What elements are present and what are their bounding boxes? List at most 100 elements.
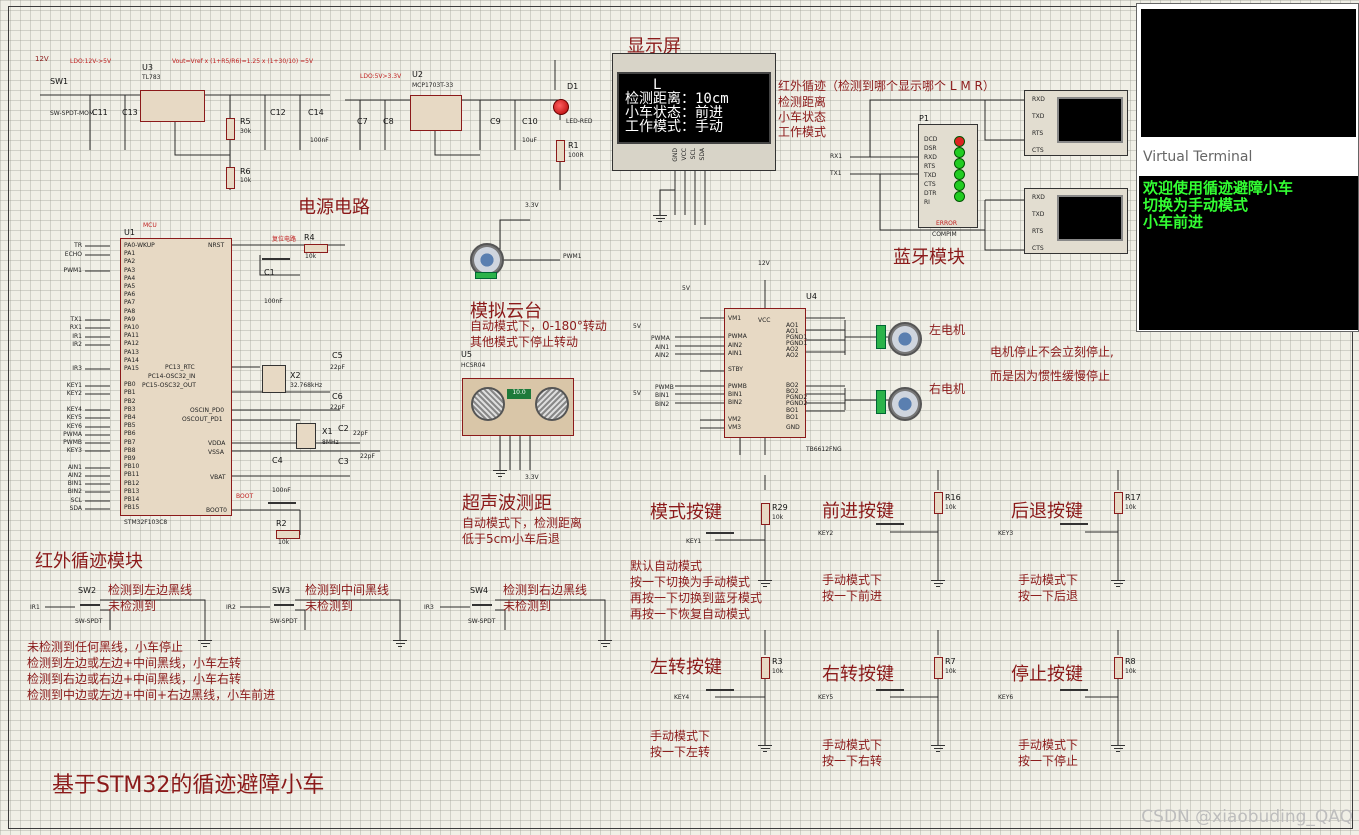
r1-resistor xyxy=(556,140,565,162)
mcu-pin-name: PB12 xyxy=(124,479,140,487)
tb-v5-a: 5V xyxy=(682,285,690,292)
lcd-pin: SCL xyxy=(690,148,697,160)
mcu-net-label: AIN1 xyxy=(67,464,82,471)
ldo5-note: LDO:5V>3.3V xyxy=(360,73,402,80)
sw1-type: SW-SPDT-MOM xyxy=(50,110,95,117)
c14-value: 100nF xyxy=(310,137,329,144)
servo-note-1: 自动模式下，0-180°转动 xyxy=(470,319,607,333)
mcu-pin-name: PA9 xyxy=(124,315,136,323)
mcu-pin-name: PB13 xyxy=(124,487,140,495)
tb6612-pin: AO1 xyxy=(786,328,799,335)
ir-logic-1: 未检测到任何黑线，小车停止 xyxy=(27,640,184,654)
terminal-output[interactable]: 欢迎使用循迹避障小车 切换为手动模式 小车前进 xyxy=(1139,176,1358,330)
tb6612-pin: PWMB xyxy=(728,383,747,390)
ldo12-note: LDO:12V->5V xyxy=(70,58,112,65)
backward-key-button[interactable] xyxy=(1060,523,1088,533)
watermark: CSDN @xiaobuding_QAQ xyxy=(1141,807,1353,827)
servo-vcc: 3.3V xyxy=(525,202,539,209)
right-note-1: 手动模式下 xyxy=(822,738,883,752)
c4-label: C4 xyxy=(272,456,283,465)
v12-label: 12V xyxy=(35,55,49,63)
ground-symbol xyxy=(598,640,612,647)
mcu-net-label: IR3 xyxy=(72,365,82,372)
reset-button[interactable] xyxy=(262,258,290,268)
servo-section-title: 模拟云台 xyxy=(470,301,542,322)
tb6612-pin: BO2 xyxy=(786,388,799,395)
sw4-label: SW4 xyxy=(470,586,489,595)
c1-label: C1 xyxy=(264,268,275,277)
sw2-off-label: 未检测到 xyxy=(108,599,157,613)
c9-label: C9 xyxy=(490,117,501,126)
mode-note-2: 按一下切换为手动模式 xyxy=(630,575,751,589)
tb6612-pin: PGND2 xyxy=(786,394,808,401)
stop-key-button[interactable] xyxy=(1060,689,1088,699)
r7-resistor xyxy=(934,657,943,679)
motor-note-2: 而是因为惯性缓慢停止 xyxy=(990,369,1111,383)
r29-resistor xyxy=(761,503,770,525)
forward-key-button[interactable] xyxy=(876,523,904,533)
mcu-net-label: KEY1 xyxy=(66,382,82,389)
sheet-border xyxy=(8,6,1353,829)
terminal-pin: RXD xyxy=(1032,96,1045,103)
mcu-pin-name: PA8 xyxy=(124,307,136,315)
c10-label: C10 xyxy=(522,117,538,126)
c1-value: 100nF xyxy=(264,298,283,305)
c7-label: C7 xyxy=(357,117,368,126)
terminal-title: Virtual Terminal xyxy=(1143,149,1253,165)
sw3-on-label: 检测到中间黑线 xyxy=(305,583,390,597)
mcu-pin-name: PB3 xyxy=(124,405,136,413)
mcu-pin-name: PB0 xyxy=(124,381,136,389)
tb6612-pin: AIN2 xyxy=(728,342,743,349)
servo-note-2: 其他模式下停止转动 xyxy=(470,335,579,349)
tb6612-pin: AO1 xyxy=(786,322,799,329)
left-key-button[interactable] xyxy=(706,689,734,699)
c3-label: C3 xyxy=(338,457,349,466)
terminal-1 xyxy=(1024,90,1128,156)
tb6612-pin: VM3 xyxy=(728,424,742,431)
right-motor xyxy=(888,387,922,421)
sw3-off-label: 未检测到 xyxy=(305,599,354,613)
r16-resistor xyxy=(934,492,943,514)
left-motor xyxy=(888,322,922,356)
sw1-label: SW1 xyxy=(50,77,69,86)
mcu-net-label: PWM1 xyxy=(63,267,82,274)
r1-label: R1 xyxy=(568,141,579,150)
tb6612-pin: STBY xyxy=(728,366,743,373)
terminal-pin: CTS xyxy=(1032,245,1044,252)
servo-motor xyxy=(470,243,504,277)
mcu-pin-name: PA4 xyxy=(124,274,136,282)
mode-key-button[interactable] xyxy=(706,532,734,542)
x2-crystal xyxy=(262,365,286,393)
terminal-pin: RTS xyxy=(1032,130,1044,137)
right-key-button[interactable] xyxy=(876,689,904,699)
c4-value: 100nF xyxy=(272,487,291,494)
sw4-toggle[interactable] xyxy=(472,604,492,614)
mcu-net-label: TX1 xyxy=(70,316,82,323)
sw2-on-label: 检测到左边黑线 xyxy=(108,583,193,597)
boot-button[interactable] xyxy=(268,502,296,512)
mcu-pin-name: PB4 xyxy=(124,414,136,421)
sw4-on-label: 检测到右边黑线 xyxy=(503,583,588,597)
r16-label: R16 xyxy=(945,493,961,502)
c6-label: C6 xyxy=(332,392,343,401)
mcu-net-label: KEY2 xyxy=(66,390,82,397)
sw3-toggle[interactable] xyxy=(274,604,294,614)
ground-symbol xyxy=(198,640,212,647)
terminal-pin: RTS xyxy=(1032,228,1044,235)
mcu-net-label: PWMA xyxy=(63,431,82,438)
x2-label: X2 xyxy=(290,371,301,380)
mcu-net-label: KEY5 xyxy=(66,414,82,421)
mcu-net-label: SCL xyxy=(70,497,82,504)
virtual-terminal-window[interactable]: Virtual Terminal 欢迎使用循迹避障小车 切换为手动模式 小车前进 xyxy=(1136,3,1359,332)
x2-value: 32.768kHz xyxy=(290,382,323,389)
mcu-pin-name: PB7 xyxy=(124,438,136,446)
mcu-pin-name: PA13 xyxy=(124,348,139,356)
r3-resistor xyxy=(761,657,770,679)
lcd-pin: VCC xyxy=(681,148,688,161)
backward-note-2: 按一下后退 xyxy=(1018,589,1079,603)
sw2-toggle[interactable] xyxy=(80,604,100,614)
r1-value: 100R xyxy=(568,152,584,159)
r4-value: 10k xyxy=(305,253,317,260)
r5-value: 30k xyxy=(240,128,252,135)
lcd-line-4: 工作模式：手动 xyxy=(625,119,723,135)
